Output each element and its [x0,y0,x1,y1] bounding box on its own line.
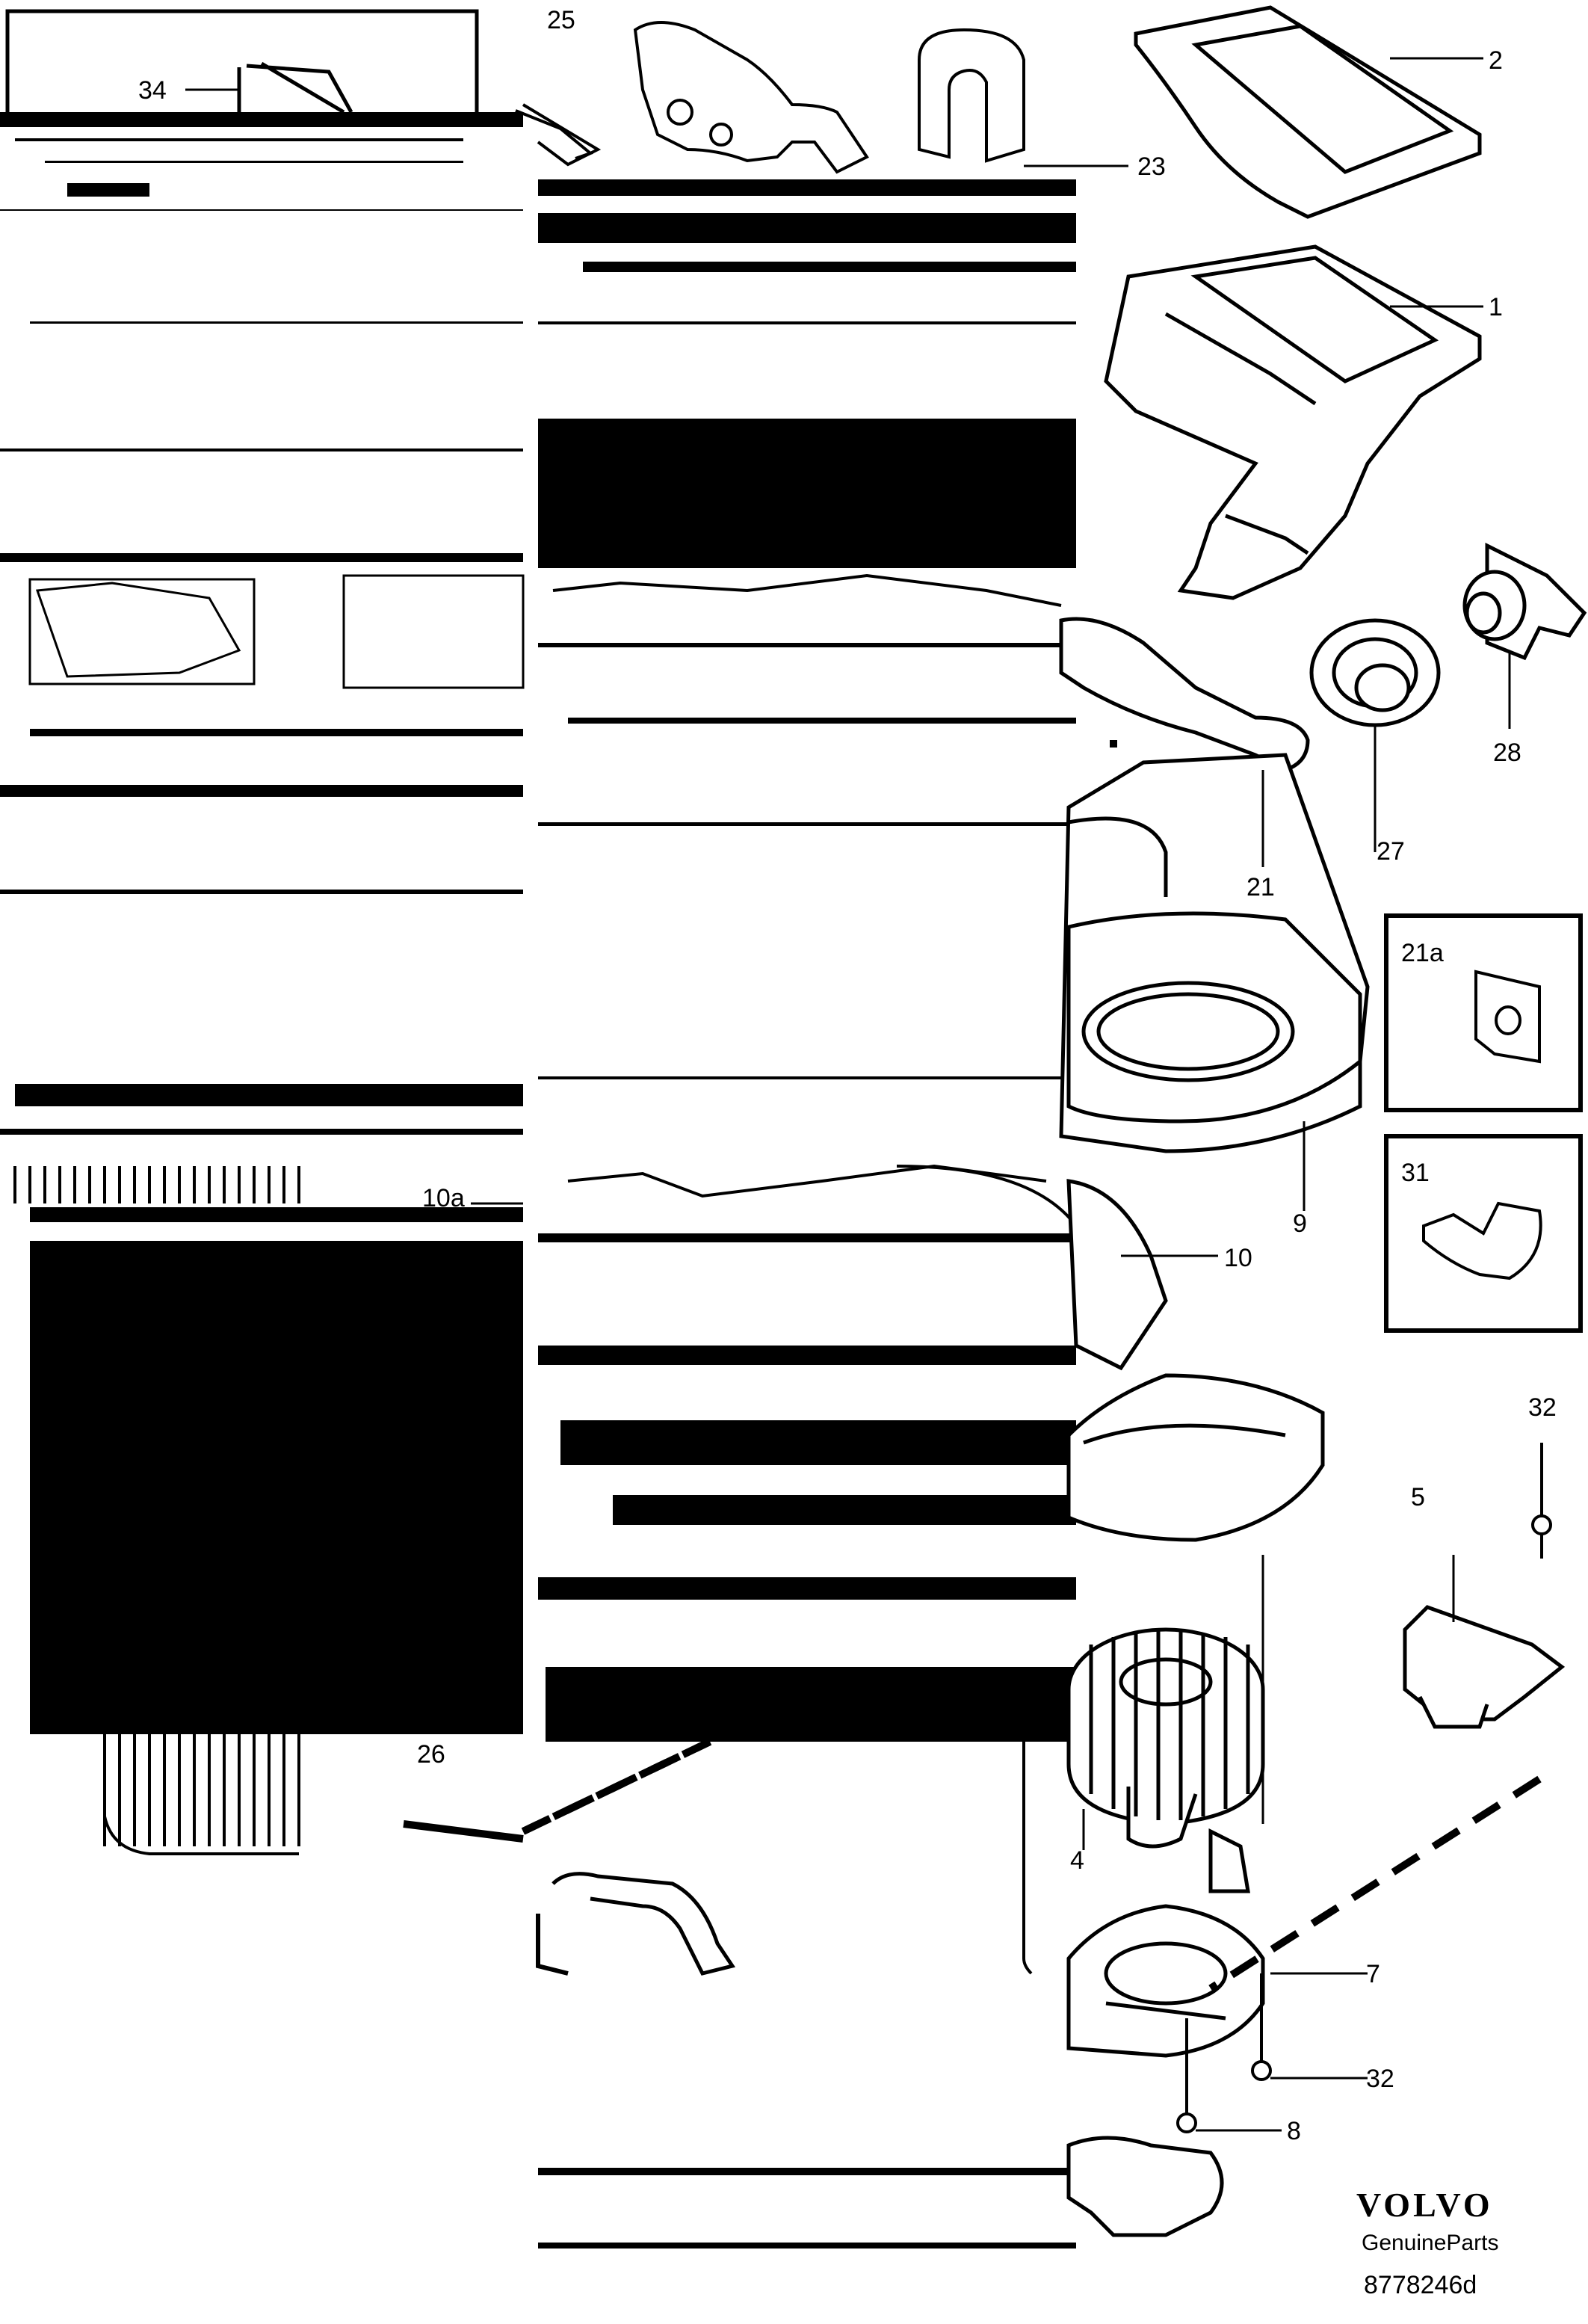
part-8-assembly [1066,2136,1224,2237]
label-21: 21 [1246,873,1275,901]
label-32-top: 32 [1528,1393,1557,1422]
scan-streaks-mid [0,729,523,1135]
screw-32-top [1531,1443,1552,1559]
part-1-filter-housing [1104,244,1482,600]
label-10a: 10a [422,1184,465,1212]
label-4: 4 [1070,1846,1084,1875]
label-23: 23 [1137,152,1166,181]
inset-21a [1384,913,1583,1112]
part-27-ring [1309,618,1441,727]
part-5-resistor [1403,1605,1566,1729]
screw-8 [1176,2018,1197,2133]
drawing-number: 8778246d [1364,2271,1477,2299]
label-34: 34 [138,76,167,105]
scan-streaks-top [0,138,523,562]
label-2: 2 [1489,46,1503,75]
label-7: 7 [1366,1960,1380,1988]
part-4-blower-fan [1066,1627,1265,1893]
dashed-connectors [521,740,1542,1992]
branding-block: VOLVO GenuineParts 8778246d [1356,2186,1498,2299]
part-2-filter-frame [1134,5,1482,219]
label-21a: 21a [1401,939,1444,967]
label-1: 1 [1489,293,1503,321]
center-streaks [538,179,1076,2249]
volvo-logo: VOLVO [1356,2186,1493,2224]
label-27: 27 [1377,837,1405,866]
label-8: 8 [1287,2117,1301,2145]
part-7-lower-housing [1066,1904,1265,2058]
label-26: 26 [417,1740,445,1769]
label-9: 9 [1293,1209,1307,1238]
label-25: 25 [547,6,575,34]
radiator-fins [13,1166,300,1203]
screw-32-bottom [1251,1973,1272,2081]
part-25 [515,109,594,160]
leader-lines [185,57,1511,2132]
part-21-hose [1059,617,1310,772]
label-5: 5 [1411,1483,1425,1511]
label-32-bottom: 32 [1366,2065,1394,2093]
genuine-parts-text: GenuineParts [1362,2231,1498,2255]
label-28: 28 [1493,739,1521,767]
part-10-housing [1066,1179,1325,1542]
part-26-dark-block [30,1241,523,1734]
part-9-housing-ring [1059,753,1370,1153]
inset-31 [1384,1134,1583,1333]
left-scan-region [0,9,525,1855]
part-labels: 34 25 2 23 1 28 27 21 21a 9 10a 10 31 32… [138,6,1557,2145]
part-23 [633,21,1025,174]
label-31: 31 [1401,1159,1430,1187]
label-10: 10 [1224,1244,1252,1272]
center-scan-region [521,103,1078,2249]
part-28-socket [1462,542,1587,661]
part-26-bottom-fins [103,1734,300,1855]
